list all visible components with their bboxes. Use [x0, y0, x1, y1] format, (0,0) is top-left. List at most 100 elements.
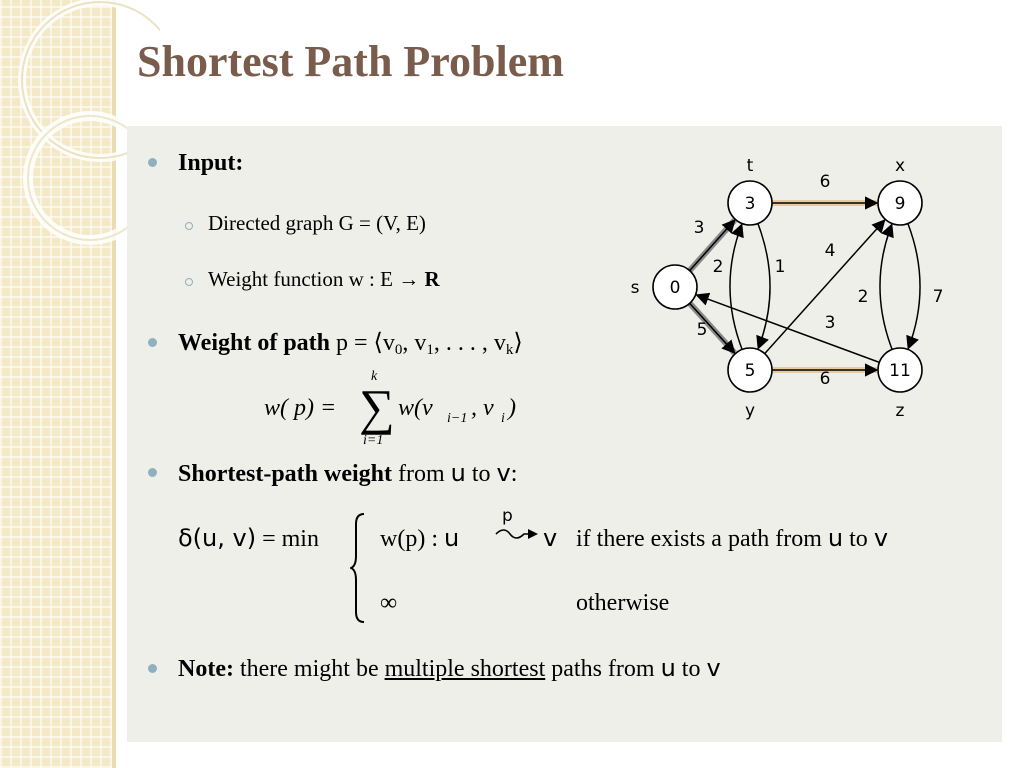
edge-weight-y-t: 1	[775, 257, 786, 277]
sub-bullet-ring	[185, 278, 193, 286]
edge-z-x	[879, 223, 894, 350]
delta-definition: δ(u, v) = min	[178, 523, 319, 554]
edge-weight-z-s: 3	[825, 313, 836, 333]
path-open: p = ⟨v	[336, 330, 395, 356]
sum-symbol: ∑	[359, 379, 395, 435]
edge-x-z	[906, 223, 921, 350]
weight-of-path-label: Weight of path	[178, 330, 331, 356]
equals-min: = min	[256, 526, 319, 552]
note-to: to	[675, 656, 707, 682]
case-1-v-text: v	[543, 524, 558, 552]
edge-weight-s-t: 3	[694, 218, 705, 238]
sub-0: 0	[394, 342, 403, 358]
node-x	[877, 180, 923, 226]
edge-z-s	[695, 292, 880, 364]
node-s	[652, 264, 698, 310]
note-underlined: multiple shortest	[384, 656, 546, 682]
weight-of-path-bullet: Weight of path p = ⟨v0, v1, . . . , vk⟩	[178, 328, 523, 365]
formula-lhs: w( p) =	[264, 395, 336, 421]
input-bullet: Input:	[178, 148, 243, 178]
case-1-wp: w(p) :	[380, 526, 444, 552]
edge-s-t	[689, 219, 736, 272]
note-u: u	[660, 654, 676, 682]
path-definition: p = ⟨v0, v1, . . . , vk⟩	[336, 330, 523, 358]
bullet-dot	[148, 664, 157, 673]
edge-s-y	[689, 302, 736, 354]
path-weight-formula: w( p) = k ∑ i=1 w(v i−1 , v i )	[264, 369, 516, 448]
sum-lower-limit: i=1	[363, 433, 383, 448]
delta-lhs: δ(u, v)	[178, 524, 257, 552]
formula-term: w(v	[398, 395, 433, 421]
case-1-condition: if there exists a path from u to v	[576, 523, 888, 554]
edge-weight-t-y: 2	[713, 257, 724, 277]
sum-upper-limit: k	[371, 369, 378, 384]
edge-y-t	[729, 223, 744, 350]
from-text: from	[392, 461, 451, 487]
edge-weight-s-y: 5	[697, 320, 708, 340]
node-value-x: 9	[895, 194, 906, 214]
condition-v: v	[873, 524, 889, 552]
path-label-p: p	[502, 506, 513, 526]
sub-bullet-ring	[185, 222, 193, 230]
vertex-u: u	[450, 459, 466, 487]
vertex-v: v	[496, 459, 511, 487]
strip-edge	[112, 0, 116, 768]
condition-to: to	[843, 526, 874, 552]
input-item-weight: Weight function w : E → R	[208, 267, 440, 292]
node-name-s: s	[631, 278, 640, 298]
condition-text: if there exists a path from	[576, 526, 828, 552]
condition-u: u	[827, 524, 844, 552]
slide-title: Shortest Path Problem	[137, 37, 564, 86]
note-v: v	[706, 654, 721, 682]
formula-close: )	[506, 395, 516, 421]
case-2-infinity: ∞	[380, 590, 398, 616]
note-label: Note:	[178, 656, 234, 682]
edge-weight-z-x: 7	[933, 287, 944, 307]
content-panel	[127, 126, 1002, 742]
edge-weight-y-x: 4	[825, 241, 836, 261]
node-t	[727, 180, 773, 226]
reals-symbol: R	[424, 267, 440, 291]
bullet-dot	[148, 338, 157, 347]
case-brace	[350, 513, 365, 623]
edge-y-x	[764, 219, 886, 355]
sub-1: 1	[426, 342, 434, 358]
path-dots: , . . . , v	[433, 330, 506, 356]
note-bullet: Note: there might be multiple shortest p…	[178, 653, 721, 684]
formula-sub-i: i	[501, 411, 505, 426]
shortest-path-weight-label: Shortest-path weight	[178, 461, 392, 487]
case-1-u: u	[443, 524, 460, 552]
node-name-t: t	[747, 156, 754, 176]
sub-k: k	[505, 342, 514, 358]
case-2-otherwise: otherwise	[576, 590, 670, 616]
weight-function-text: Weight function w : E →	[208, 267, 425, 291]
case-1-v: v	[543, 523, 557, 554]
node-name-x: x	[895, 156, 905, 176]
colon: :	[510, 461, 518, 487]
to-text: to	[465, 461, 497, 487]
note-text-1: there might be	[233, 656, 385, 682]
bullet-dot	[148, 158, 157, 167]
node-z	[877, 347, 923, 393]
note-text-2: paths from	[545, 656, 661, 682]
node-value-z: 11	[889, 361, 911, 381]
node-value-t: 3	[745, 194, 756, 214]
input-item-graph: Directed graph G = (V, E)	[208, 211, 426, 235]
shortest-path-weight-bullet: Shortest-path weight from u to v:	[178, 458, 517, 489]
path-v1: , v	[402, 330, 427, 356]
formula-sub-i-minus-1: i−1	[447, 411, 467, 426]
edge-weight-t-x: 6	[820, 172, 831, 192]
node-name-y: y	[745, 401, 755, 421]
edge-t-y	[756, 223, 771, 350]
case-1-left: w(p) : u	[380, 523, 459, 554]
path-close: ⟩	[513, 330, 523, 356]
input-label: Input:	[178, 150, 244, 176]
bullet-dot	[148, 468, 157, 477]
node-value-s: 0	[670, 278, 681, 298]
node-y	[727, 347, 773, 393]
edge-weight-x-z: 2	[858, 287, 869, 307]
formula-comma-v: , v	[471, 395, 494, 421]
edge-weight-y-z: 6	[820, 369, 831, 389]
node-name-z: z	[896, 401, 905, 421]
